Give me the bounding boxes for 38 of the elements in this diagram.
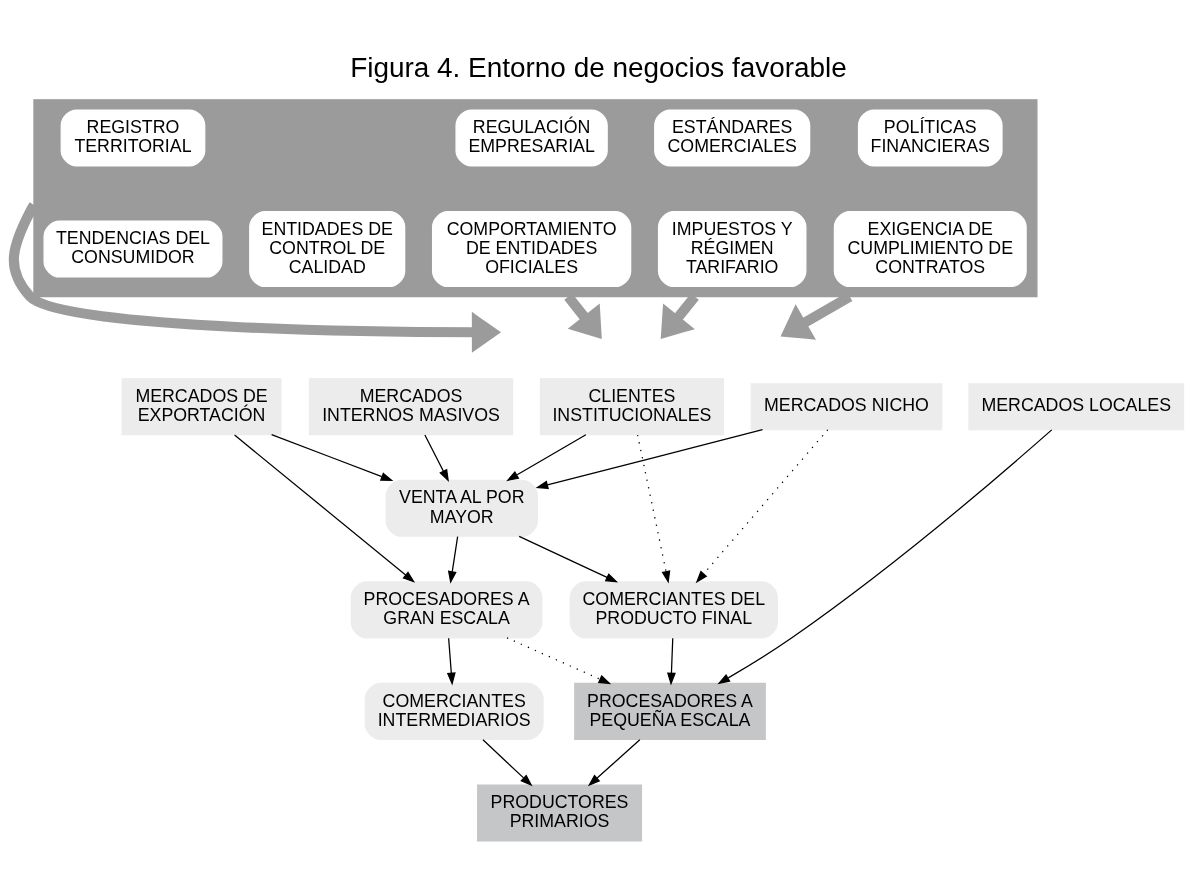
node-box: PROCESADORES A PEQUEÑA ESCALA <box>574 682 766 740</box>
node-box: COMERCIANTES INTERMEDIARIOS <box>364 682 544 740</box>
arrow <box>447 535 459 584</box>
arrow <box>424 433 449 482</box>
node-box: EXIGENCIA DE CUMPLIMIENTO DE CONTRATOS <box>833 210 1027 287</box>
node-box: TENDENCIAS DEL CONSUMIDOR <box>43 219 223 278</box>
arrow <box>506 636 612 684</box>
node-box: CLIENTES INSTITUCIONALES <box>539 377 724 435</box>
node-box: REGISTRO TERRITORIAL <box>60 108 206 166</box>
node-box: MERCADOS LOCALES <box>968 382 1185 430</box>
arrow <box>587 738 641 786</box>
node-box: REGULACIÓN EMPRESARIAL <box>455 108 608 166</box>
arrow <box>506 433 587 481</box>
arrow <box>535 428 764 489</box>
node-box: VENTA AL POR MAYOR <box>385 479 538 537</box>
node-box: PRODUCTORES PRIMARIOS <box>477 783 643 842</box>
arrow <box>446 637 456 685</box>
arrow <box>482 738 533 786</box>
arrow <box>717 428 1053 684</box>
node-box: POLÍTICAS FINANCIERAS <box>857 108 1003 166</box>
arrow <box>233 433 416 583</box>
arrow <box>518 535 619 583</box>
node-box: IMPUESTOS Y RÉGIMEN TARIFARIO <box>657 210 807 287</box>
node-box: COMPORTAMIENTO DE ENTIDADES OFICIALES <box>431 210 632 287</box>
diagram-title: Figura 4. Entorno de negocios favorable <box>350 51 847 82</box>
arrow <box>667 637 676 685</box>
node-box: ESTÁNDARES COMERCIALES <box>654 108 811 166</box>
node-box: COMERCIANTES DEL PRODUCTO FINAL <box>569 580 778 638</box>
node-box: MERCADOS INTERNOS MASIVOS <box>308 377 514 435</box>
node-box: MERCADOS NICHO <box>750 382 943 430</box>
arrow <box>8 201 502 353</box>
arrow <box>636 433 671 584</box>
arrow <box>271 433 394 481</box>
node-box: ENTIDADES DE CONTROL DE CALIDAD <box>249 210 406 287</box>
cluster <box>33 98 1038 297</box>
node-box: PROCESADORES A GRAN ESCALA <box>350 580 543 638</box>
arrow <box>695 428 829 583</box>
node-box: MERCADOS DE EXPORTACIÓN <box>121 377 282 435</box>
